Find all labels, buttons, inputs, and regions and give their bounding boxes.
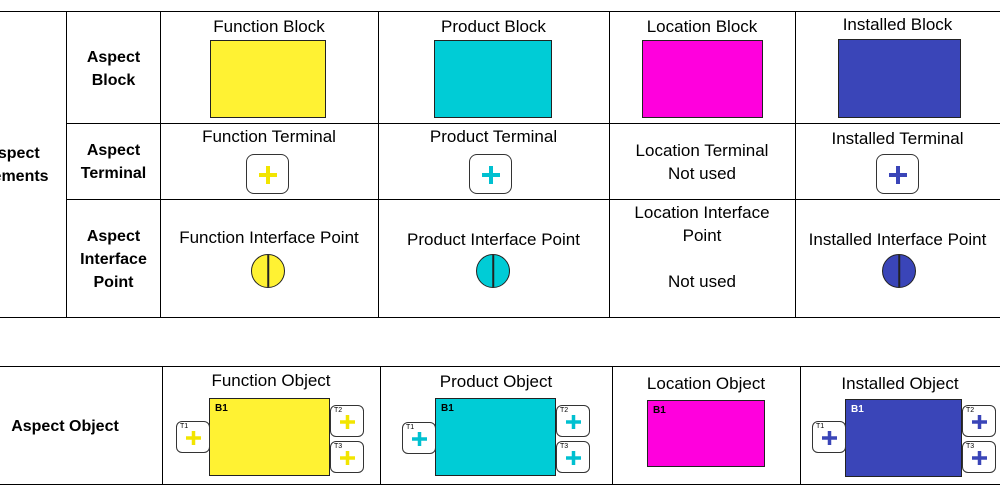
table2-top-border: [0, 366, 1000, 367]
row-label-terminal-line1: Aspect: [86, 142, 141, 159]
location-interface-point-text: Location Interface Point Not used: [609, 201, 795, 293]
function-terminal-title: Function Terminal: [202, 127, 336, 146]
function-object-terminal-t3: T3: [330, 441, 364, 473]
aspect-elements-label-line2: Elements: [0, 168, 49, 185]
row-label-block-line1: Aspect: [86, 49, 141, 66]
location-object-block: B1: [647, 400, 765, 467]
plus-icon: [412, 432, 427, 446]
function-block-title: Function Block: [213, 17, 325, 36]
table1-row2-divider: [66, 199, 1000, 200]
installed-terminal-symbol: [876, 154, 919, 194]
installed-object-terminal-t1: T1: [812, 421, 846, 453]
table1-vline-e: [795, 11, 796, 318]
installed-object-title: Installed Object: [841, 374, 959, 393]
product-block-rect: [434, 40, 552, 118]
installed-block-rect: [838, 39, 961, 118]
location-object-title: Location Object: [646, 374, 766, 393]
plus-icon: [889, 166, 907, 184]
row-label-interface-line1: Aspect: [86, 228, 141, 245]
product-object-terminal-t3: T3: [556, 441, 590, 473]
table2-vline-b: [380, 366, 381, 485]
row-label-aspect-block: Aspect Block: [67, 46, 160, 92]
row-label-aspect-interface-point: Aspect Interface Point: [67, 225, 160, 294]
aspect-elements-label: Aspect Elements: [0, 142, 58, 188]
plus-icon: [822, 431, 837, 445]
location-interface-line2: Point: [682, 226, 722, 245]
row-label-block-line2: Block: [91, 72, 136, 89]
terminal-t3-label: T3: [334, 443, 343, 450]
terminal-t1-label: T1: [406, 424, 415, 431]
product-object-terminal-t1: T1: [402, 422, 436, 454]
row-label-aspect-terminal: Aspect Terminal: [67, 139, 160, 185]
table1-vline-c: [378, 11, 379, 318]
product-object-block-label: B1: [441, 403, 454, 414]
product-object-terminal-t2: T2: [556, 405, 590, 437]
plus-icon: [259, 166, 277, 184]
terminal-t1-label: T1: [816, 423, 825, 430]
location-terminal-text: Location Terminal Not used: [609, 139, 795, 185]
table2-vline-c: [612, 366, 613, 485]
table1-vline-a: [66, 11, 67, 318]
location-object-block-label: B1: [653, 405, 666, 416]
row-label-interface-line2: Interface: [80, 251, 147, 268]
function-object-title: Function Object: [211, 371, 331, 390]
function-block-rect: [210, 40, 326, 118]
terminal-t2-label: T2: [560, 407, 569, 414]
installed-terminal-title: Installed Terminal: [831, 129, 964, 148]
terminal-t3-label: T3: [966, 443, 975, 450]
terminal-t2-label: T2: [966, 407, 975, 414]
function-object-terminal-t2: T2: [330, 405, 364, 437]
product-interface-point-symbol: [476, 254, 510, 288]
installed-object-block-label: B1: [851, 404, 864, 415]
aspect-elements-label-line1: Aspect: [0, 145, 40, 162]
row-label-interface-line3: Point: [93, 274, 134, 291]
table2-vline-d: [800, 366, 801, 485]
plus-icon: [482, 166, 500, 184]
installed-object-block: B1: [845, 399, 962, 477]
product-interface-point-title: Product Interface Point: [407, 230, 580, 249]
function-interface-point-title: Function Interface Point: [179, 228, 359, 247]
plus-icon: [972, 451, 987, 465]
function-terminal-symbol: [246, 154, 289, 194]
product-terminal-title: Product Terminal: [429, 127, 558, 146]
plus-icon: [340, 415, 355, 429]
table1-vline-b: [160, 11, 161, 318]
location-block-title: Location Block: [646, 17, 758, 36]
table1-top-border: [0, 11, 1000, 12]
location-interface-line1: Location Interface: [634, 203, 770, 222]
function-interface-point-symbol: [251, 254, 285, 288]
terminal-t1-label: T1: [180, 423, 189, 430]
function-object-block: B1: [209, 398, 330, 476]
row-label-terminal-line2: Terminal: [80, 165, 147, 182]
installed-object-terminal-t3: T3: [962, 441, 996, 473]
table1-bottom-border: [0, 317, 1000, 318]
location-block-rect: [642, 40, 763, 118]
location-terminal-note: Not used: [667, 164, 737, 183]
installed-block-title: Installed Block: [842, 15, 953, 34]
location-interface-note: Not used: [667, 272, 737, 291]
table1-vline-d: [609, 11, 610, 318]
plus-icon: [340, 451, 355, 465]
location-terminal-title: Location Terminal: [635, 141, 769, 160]
function-object-block-label: B1: [215, 403, 228, 414]
plus-icon: [566, 415, 581, 429]
function-object-terminal-t1: T1: [176, 421, 210, 453]
table2-vline-a: [162, 366, 163, 485]
product-block-title: Product Block: [441, 17, 546, 36]
installed-interface-point-symbol: [882, 254, 916, 288]
aspect-object-row-label: Aspect Object: [11, 418, 119, 435]
table1-row1-divider: [66, 123, 1000, 124]
plus-icon: [972, 415, 987, 429]
installed-object-terminal-t2: T2: [962, 405, 996, 437]
product-terminal-symbol: [469, 154, 512, 194]
terminal-t2-label: T2: [334, 407, 343, 414]
product-object-block: B1: [435, 398, 556, 476]
installed-interface-point-title: Installed Interface Point: [808, 230, 987, 249]
table2-bottom-border: [0, 484, 1000, 485]
plus-icon: [566, 451, 581, 465]
terminal-t3-label: T3: [560, 443, 569, 450]
product-object-title: Product Object: [439, 372, 553, 391]
plus-icon: [186, 431, 201, 445]
